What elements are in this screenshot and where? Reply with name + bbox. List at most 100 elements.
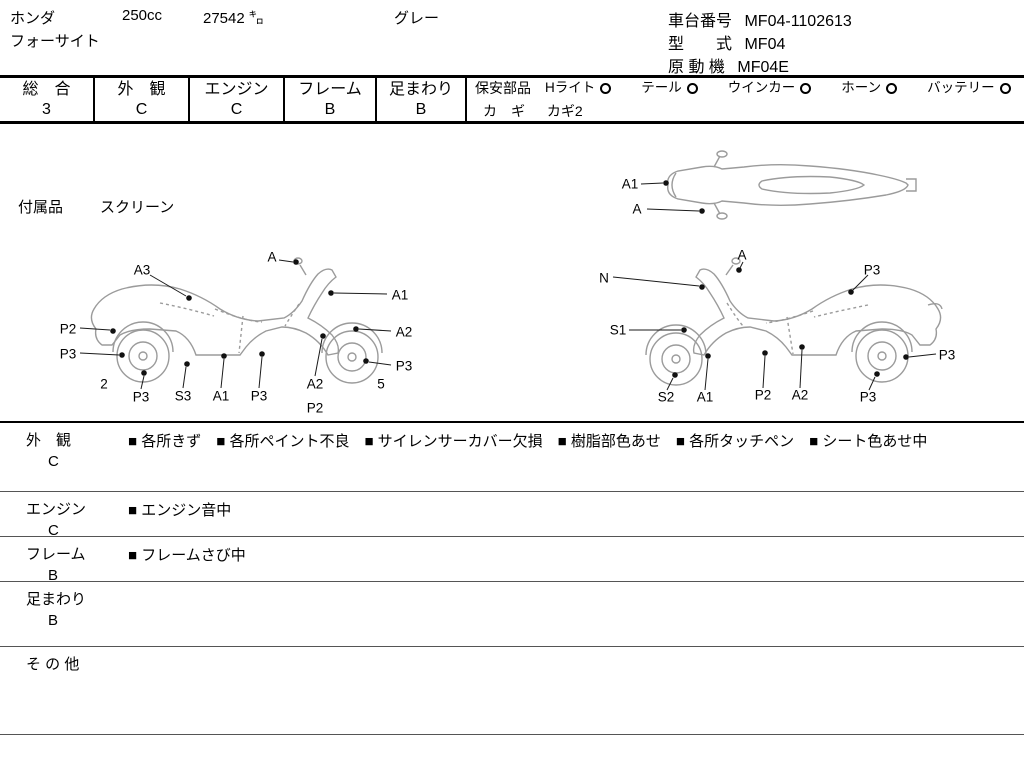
- damage-label: P3: [59, 346, 77, 362]
- damage-label: 5: [377, 376, 385, 392]
- grade-cell-engine: エンジン C: [190, 78, 285, 121]
- displacement: 250cc: [122, 7, 163, 24]
- note-label: エンジン C: [0, 492, 108, 539]
- safety-item-label: テール: [641, 80, 682, 95]
- grade-bar: 総 合 3 外 観 C エンジン C フレーム B 足まわり B 保安部品 Hラ…: [0, 75, 1024, 124]
- grade-frame-label: フレーム: [298, 80, 362, 98]
- note-section-name: そ の 他: [26, 656, 80, 673]
- accessories-value: スクリーン: [100, 199, 175, 216]
- damage-label: A1: [212, 388, 230, 404]
- grade-cell-frame: フレーム B: [285, 78, 377, 121]
- note-section-name: 外 観: [26, 432, 72, 449]
- safety-parts-cell: 保安部品 Hライト テール ウインカー ホーン バ: [467, 78, 1024, 121]
- grade-cell-overall: 総 合 3: [0, 78, 95, 121]
- engine-code-label: 原 動 機: [668, 59, 725, 76]
- note-section-grade: C: [48, 453, 59, 470]
- damage-label: A: [632, 201, 642, 217]
- engine-code-row: 原 動 機 MF04E: [668, 53, 789, 77]
- damage-label: S3: [174, 388, 192, 404]
- safety-item-label: ホーン: [841, 80, 882, 95]
- safety-item-horn: ホーン: [841, 78, 898, 98]
- note-label: フレーム B: [0, 537, 108, 584]
- safety-item-taillight: テール: [641, 78, 698, 98]
- note-section-grade: B: [48, 612, 59, 629]
- model-name: フォーサイト: [10, 33, 100, 50]
- safety-parts-row: 保安部品 Hライト テール ウインカー ホーン バ: [475, 78, 1011, 98]
- note-text: ■ フレームさび中: [128, 547, 246, 564]
- model-code-value: MF04: [744, 36, 786, 53]
- damage-label: P3: [863, 262, 881, 278]
- damage-label: P3: [938, 347, 956, 363]
- damage-label: P3: [132, 389, 150, 405]
- key-row: カ ギ カギ2: [475, 101, 583, 121]
- safety-parts-label: 保安部品: [475, 80, 531, 96]
- grade-cell-exterior: 外 観 C: [95, 78, 190, 121]
- key-label: カ ギ: [483, 103, 525, 119]
- grade-engine-value: C: [230, 100, 243, 118]
- damage-label: P3: [250, 388, 268, 404]
- note-row-undercarriage: 足まわり B: [0, 582, 1024, 647]
- note-text: ■ エンジン音中: [128, 502, 232, 519]
- model-code-row: 型 式 MF04: [668, 30, 785, 54]
- damage-label: P2: [754, 387, 772, 403]
- damage-label: A2: [395, 324, 413, 340]
- grade-cell-undercarriage: 足まわり B: [377, 78, 467, 121]
- model-code-label: 型 式: [668, 36, 733, 53]
- mileage: 27542 ㌔: [203, 10, 264, 27]
- ok-circle-icon: [800, 82, 812, 94]
- damage-label: A1: [621, 176, 639, 192]
- grade-engine-label: エンジン: [204, 80, 269, 98]
- accessories-label: 付属品: [18, 199, 64, 216]
- grade-frame-value: B: [324, 100, 336, 118]
- note-label: 足まわり B: [0, 582, 108, 646]
- note-section-grade: B: [48, 567, 59, 584]
- note-section-name: エンジン: [26, 501, 87, 518]
- safety-item-label: バッテリー: [927, 80, 995, 95]
- note-section-grade: C: [48, 522, 59, 539]
- damage-label: S1: [609, 322, 627, 338]
- damage-label: A2: [791, 387, 809, 403]
- damage-label: P2: [306, 400, 324, 416]
- note-label: 外 観 C: [0, 423, 108, 491]
- note-section-name: フレーム: [26, 546, 86, 563]
- ok-circle-icon: [686, 82, 698, 94]
- engine-code-value: MF04E: [737, 59, 789, 76]
- body-color: グレー: [394, 10, 440, 27]
- damage-label: P2: [59, 321, 77, 337]
- scooter-diagram-svg: [79, 150, 943, 391]
- grade-exterior-value: C: [135, 100, 148, 118]
- note-row-frame: フレーム B ■ フレームさび中: [0, 537, 1024, 584]
- damage-label: P3: [859, 389, 877, 405]
- damage-label: A1: [696, 389, 714, 405]
- chassis-number-label: 車台番号: [668, 13, 733, 30]
- damage-label: A3: [133, 262, 151, 278]
- note-row-engine: エンジン C ■ エンジン音中: [0, 492, 1024, 539]
- damage-label: 2: [100, 376, 108, 392]
- note-text: [108, 582, 1013, 646]
- grade-overall-label: 総 合: [22, 80, 71, 98]
- ok-circle-icon: [886, 82, 898, 94]
- damage-label: A: [737, 247, 747, 263]
- note-text: [108, 647, 1013, 734]
- grade-foot-value: B: [415, 100, 427, 118]
- damage-label: A: [267, 249, 277, 265]
- grade-exterior-label: 外 観: [117, 80, 166, 98]
- grade-foot-label: 足まわり: [388, 80, 453, 98]
- damage-label: N: [599, 270, 609, 286]
- note-row-exterior: 外 観 C ■ 各所きず ■ 各所ペイント不良 ■ サイレンサーカバー欠損 ■ …: [0, 423, 1024, 492]
- note-label: そ の 他: [0, 647, 108, 734]
- chassis-number-row: 車台番号 MF04-1102613: [668, 7, 852, 31]
- safety-item-winker: ウインカー: [728, 78, 812, 98]
- damage-label: S2: [657, 389, 675, 405]
- key-value: カギ2: [546, 103, 583, 119]
- safety-item-label: ウインカー: [727, 80, 796, 95]
- note-row-other: そ の 他: [0, 647, 1024, 735]
- note-section-name: 足まわり: [26, 591, 87, 608]
- damage-label: P3: [395, 358, 413, 374]
- damage-label: A2: [306, 376, 324, 392]
- condition-notes: 外 観 C ■ 各所きず ■ 各所ペイント不良 ■ サイレンサーカバー欠損 ■ …: [0, 421, 1024, 735]
- damage-label: A1: [391, 287, 409, 303]
- safety-item-label: Hライト: [545, 80, 596, 95]
- safety-item-headlight: Hライト: [545, 78, 612, 98]
